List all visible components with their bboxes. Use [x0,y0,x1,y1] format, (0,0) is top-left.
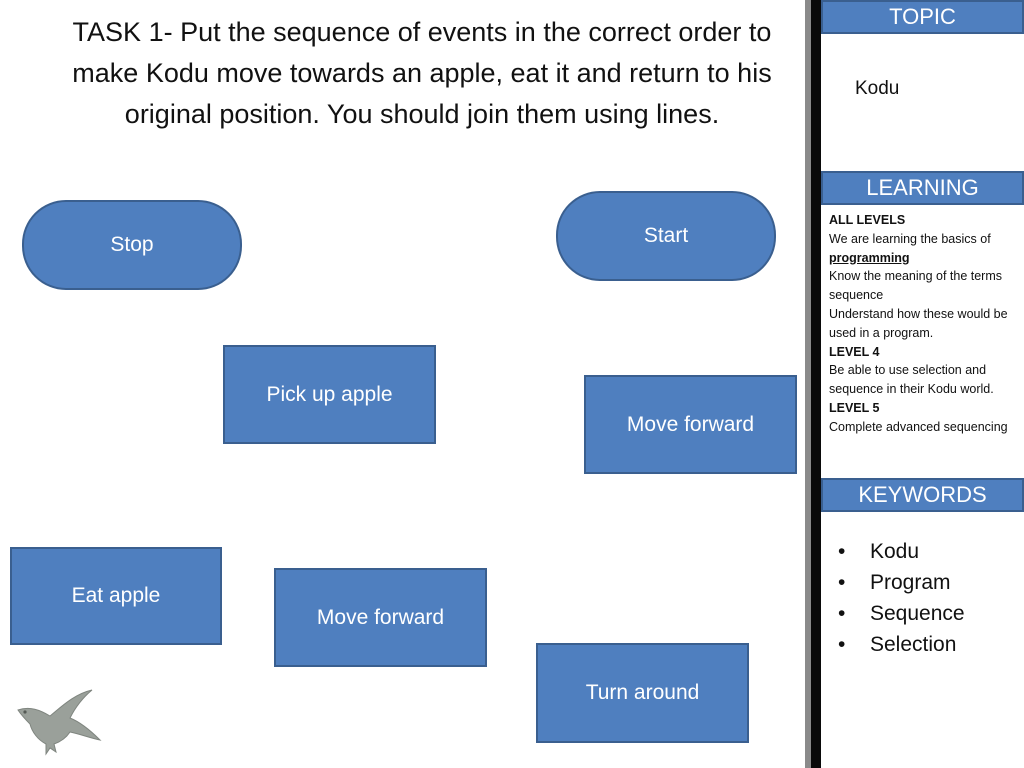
pick-up-apple-label: Pick up apple [266,382,393,406]
keyword-item: • Sequence [838,598,965,629]
keyword-label: Sequence [870,602,965,625]
learning-objectives: ALL LEVELS We are learning the basics of… [829,211,1021,437]
move-forward-label-1: Move forward [626,412,755,436]
eat-apple-box[interactable]: Eat apple [10,547,222,645]
level-5-label: LEVEL 5 [829,400,880,415]
sidebar-border [811,0,821,768]
bullet-icon: • [838,571,846,594]
topic-value: Kodu [855,78,900,99]
move-forward-label-2: Move forward [316,605,445,629]
bullet-icon: • [838,540,846,563]
turn-around-box[interactable]: Turn around [536,643,749,743]
keyword-item: • Selection [838,629,965,660]
topic-header: TOPIC [821,0,1024,34]
stop-terminator[interactable]: Stop [22,200,242,290]
learning-header: LEARNING [821,171,1024,205]
turn-around-label: Turn around [585,681,700,704]
bullet-icon: • [838,602,846,625]
stop-label: Stop [110,233,154,256]
learning-emphasis: programming [829,250,910,265]
bullet-icon: • [838,633,846,656]
keywords-header-label: KEYWORDS [858,482,987,507]
keyword-label: Selection [870,633,957,656]
pick-up-apple-box[interactable]: Pick up apple [223,345,436,444]
task-title: TASK 1- Put the sequence of events in th… [72,17,772,129]
keyword-item: • Kodu [838,536,965,567]
move-forward-box-2[interactable]: Move forward [274,568,487,667]
keyword-label: Program [870,571,951,594]
learning-header-label: LEARNING [866,175,979,200]
move-forward-box-1[interactable]: Move forward [584,375,797,474]
topic-header-label: TOPIC [889,4,956,29]
learning-line-4: Be able to use selection and sequence in… [829,363,994,397]
learning-line-2: Know the meaning of the terms sequence [829,269,1003,303]
learning-line-5: Complete advanced sequencing [829,419,1008,434]
keyword-item: • Program [838,567,965,598]
level-4-label: LEVEL 4 [829,344,880,359]
keyword-label: Kodu [870,540,920,563]
start-label: Start [643,224,689,247]
learning-line-1: We are learning the basics of [829,231,991,246]
keywords-header: KEYWORDS [821,478,1024,512]
learning-line-3: Understand how these would be used in a … [829,306,1008,340]
keywords-list: • Kodu • Program • Sequence • Selection [838,536,965,660]
divider-bar [805,0,811,768]
all-levels-label: ALL LEVELS [829,213,906,227]
eat-apple-label: Eat apple [71,584,161,607]
eagle-icon [17,689,102,756]
start-terminator[interactable]: Start [556,191,776,281]
